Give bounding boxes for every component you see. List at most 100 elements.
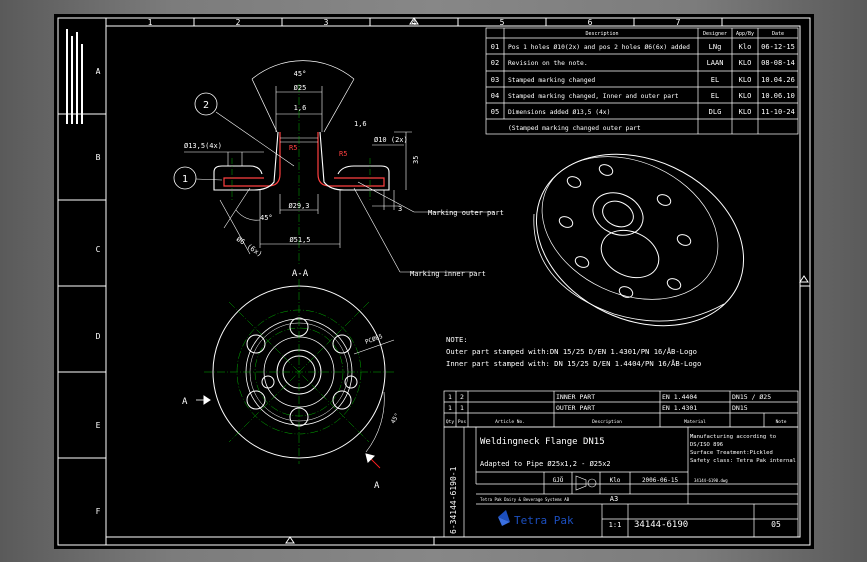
dim-d515: Ø51,5: [289, 236, 310, 244]
dim-r5: R5: [289, 144, 297, 152]
section-arrow-a1: A: [182, 397, 188, 407]
rev-no-5: 05: [491, 108, 499, 116]
grid-col-5: 5: [500, 18, 505, 27]
rev-head-desc: Description: [585, 31, 618, 37]
dim-d293: Ø29,3: [288, 202, 309, 210]
rev-desc-5: Dimensions added Ø13,5 (4x): [508, 108, 610, 116]
title-block-text: Weldingneck Flange DN15 Adapted to Pipe …: [449, 434, 796, 534]
dim-35: 35: [412, 156, 420, 164]
grid-col-1: 1: [148, 18, 153, 27]
grid-row-c: C: [96, 245, 101, 254]
rev-no-1: 01: [491, 43, 499, 51]
rev-head-app: App/By: [736, 31, 754, 37]
callout-2: [194, 92, 218, 116]
rev-head-date: Date: [772, 31, 784, 37]
company-name-small: Tetra Pak Dairy & Beverage Systems AB: [480, 497, 570, 502]
projection-symbol: [575, 475, 597, 491]
rev-designer-5: DLG: [709, 108, 722, 116]
parts-head-note: Note: [776, 419, 787, 425]
rev-designer-1: LNg: [709, 43, 722, 51]
part-pos-2: 1: [460, 404, 464, 412]
section-view: [173, 60, 494, 273]
rev-date-5: 11-10-24: [761, 108, 795, 116]
dim-angle-top: 45°: [294, 70, 307, 78]
part-mat-2: EN 1.4301: [662, 404, 697, 412]
part-pos-1: 2: [460, 393, 464, 401]
revision-number: 05: [771, 520, 781, 529]
part-dim-1: DN15 / Ø25: [732, 393, 771, 401]
rev-date-1: 06-12-15: [761, 43, 795, 51]
callout-2-label: 2: [203, 100, 209, 111]
dim-d6: Ø6 (6x): [235, 235, 264, 258]
grid-row-a: A: [96, 67, 101, 76]
grid-col-2: 2: [236, 18, 241, 27]
grid-col-4: 4: [412, 18, 417, 27]
callout-1: [173, 166, 197, 190]
part-name-1: INNER PART: [556, 393, 595, 401]
section-dims-text: 45° Ø25 1,6 R5 R5 Ø10 (2x) Ø13,5(4x) 35 …: [182, 70, 504, 279]
parts-head-article: Article No.: [495, 419, 525, 425]
file-name: 34144-6190.dwg: [694, 478, 728, 483]
note-line-1: Outer part stamped with:DN 15/25 D/EN 1.…: [446, 347, 697, 356]
revision-table: [485, 27, 799, 135]
rev-date-4: 10.06.10: [761, 92, 795, 100]
grid-col-6: 6: [588, 18, 593, 27]
manuf-line-2: DS/ISO 896: [690, 442, 723, 448]
section-title: A-A: [292, 269, 309, 279]
dim-d25: Ø25: [294, 84, 307, 92]
rev-no-2: 02: [491, 59, 499, 67]
callout-1-label: 1: [182, 174, 188, 185]
tetra-pak-logo: Tetra Pak: [498, 510, 574, 527]
rev-app-2: KLO: [739, 59, 752, 67]
drawing-date: 2006-06-15: [642, 477, 679, 484]
rev-date-3: 10.04.26: [761, 76, 795, 84]
drawing-sheet: 1 2 3 4 5 6 7 A B C D E F: [54, 14, 814, 549]
plan-angle: 45°: [390, 412, 401, 425]
marking-outer-label: Marking outer part: [428, 209, 504, 217]
approver-klo: Klo: [610, 477, 621, 484]
grid-right: [105, 275, 810, 545]
grid-row-b: B: [96, 153, 101, 162]
drawing-title: Weldingneck Flange DN15: [480, 437, 605, 447]
manuf-line-3: Surface Treatment:Pickled: [690, 450, 773, 456]
rev-desc-1: Pos 1 holes Ø10(2x) and pos 2 holes Ø6(6…: [508, 43, 690, 51]
part-mat-1: EN 1.4404: [662, 393, 697, 401]
part-dim-2: DN15: [732, 404, 748, 412]
sheet-border: [57, 17, 811, 546]
parts-head-mat: Material: [684, 419, 706, 425]
parts-list-text: 1 2 INNER PART EN 1.4404 DN15 / Ø25 1 1 …: [446, 393, 787, 425]
designer-gjo: GJÖ: [553, 477, 564, 484]
adapted-to: Adapted to Pipe Ø25x1,2 - Ø25x2: [480, 460, 611, 468]
rev-app-5: KLO: [739, 108, 752, 116]
part-qty-2: 1: [448, 404, 452, 412]
drawing-scale: 1:1: [609, 521, 622, 529]
dim-16-side: 1,6: [354, 120, 367, 128]
parts-head-desc: Description: [592, 419, 622, 425]
iso-view: [533, 153, 745, 327]
rev-desc-3: Stamped marking changed: [508, 77, 595, 84]
rev-app-3: KLO: [739, 76, 752, 84]
manuf-line-4: Safety class: Tetra Pak internal: [690, 458, 796, 464]
dim-16-top: 1,6: [294, 104, 307, 112]
paper-size: A3: [610, 495, 618, 503]
dim-r5b: R5: [339, 150, 347, 158]
rev-designer-4: EL: [711, 92, 719, 100]
grid-top: 1 2 3 4 5 6 7: [105, 17, 723, 27]
part-name-2: OUTER PART: [556, 404, 595, 412]
marking-inner-label: Marking inner part: [410, 270, 486, 278]
document-number: 34144-6190: [634, 520, 688, 530]
rev-designer-2: LAAN: [707, 59, 724, 67]
grid-row-e: E: [96, 421, 101, 430]
grid-col-7: 7: [676, 18, 681, 27]
dim-3: 3: [398, 205, 402, 213]
rev-desc-6: (Stamped marking changed outer part: [508, 125, 641, 132]
rev-no-4: 04: [491, 92, 499, 100]
note-line-2: Inner part stamped with: DN 15/25 D/EN 1…: [446, 359, 701, 368]
grid-row-d: D: [96, 332, 101, 341]
grid-left: A B C D E F: [58, 29, 106, 516]
dim-d10: Ø10 (2x): [374, 136, 408, 144]
dim-angle-45b: 45°: [260, 214, 273, 222]
rev-head-designer: Designer: [703, 31, 727, 37]
grid-col-3: 3: [324, 18, 329, 27]
